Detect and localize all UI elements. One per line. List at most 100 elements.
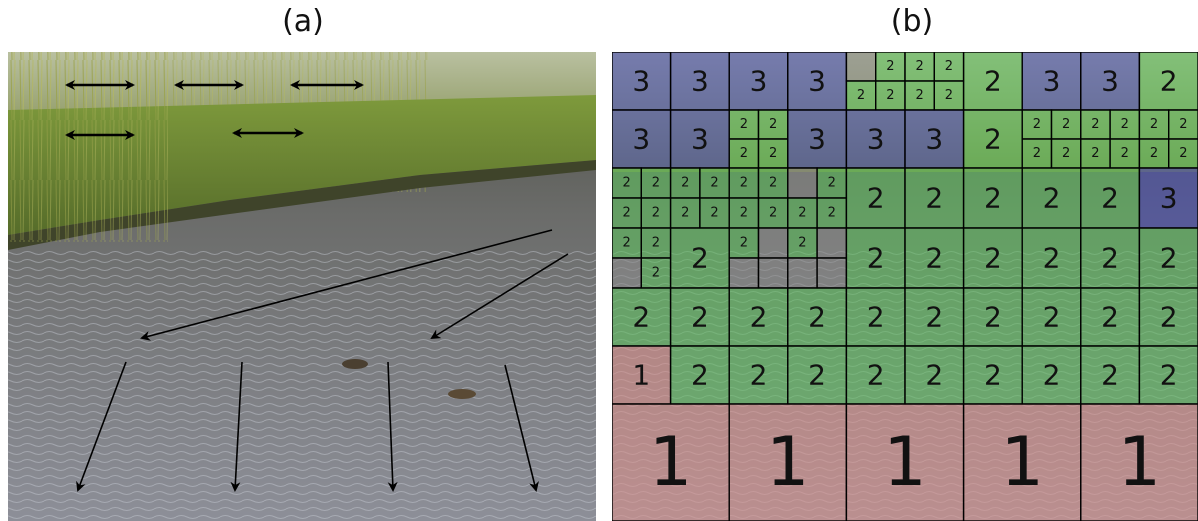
cell-label: 1 bbox=[766, 423, 809, 502]
gray-cell bbox=[788, 258, 817, 288]
cell-label: 2 bbox=[1043, 359, 1061, 392]
cell-label: 2 bbox=[916, 59, 924, 74]
cell-label: 2 bbox=[798, 236, 806, 251]
cell-label: 2 bbox=[857, 88, 865, 103]
cell-label: 2 bbox=[652, 236, 660, 251]
cell-label: 2 bbox=[945, 88, 953, 103]
panel-a-photo bbox=[8, 52, 596, 521]
cell-label: 2 bbox=[867, 359, 885, 392]
cell-label: 2 bbox=[798, 206, 806, 221]
cell-label: 2 bbox=[623, 236, 631, 251]
cell-label: 2 bbox=[750, 301, 768, 334]
cell-label: 2 bbox=[769, 176, 777, 191]
cell-label: 2 bbox=[681, 176, 689, 191]
gray-cell bbox=[817, 228, 846, 258]
cell-label: 2 bbox=[1179, 117, 1187, 132]
cell-label: 2 bbox=[1160, 65, 1178, 98]
gray-cell bbox=[846, 52, 875, 81]
cell-label: 2 bbox=[769, 146, 777, 161]
cell-label: 2 bbox=[681, 206, 689, 221]
gray-cell bbox=[788, 168, 817, 198]
cell-label: 3 bbox=[808, 123, 826, 156]
cell-label: 2 bbox=[925, 359, 943, 392]
cell-label: 2 bbox=[1101, 182, 1119, 215]
gray-cell bbox=[817, 258, 846, 288]
cell-label: 2 bbox=[1043, 242, 1061, 275]
cell-label: 2 bbox=[769, 117, 777, 132]
cell-label: 2 bbox=[740, 236, 748, 251]
cell-label: 2 bbox=[1160, 359, 1178, 392]
cell-label: 2 bbox=[867, 182, 885, 215]
cell-label: 1 bbox=[649, 423, 692, 502]
cell-label: 2 bbox=[925, 242, 943, 275]
cell-label: 2 bbox=[1101, 359, 1119, 392]
cell-label: 1 bbox=[883, 423, 926, 502]
cell-label: 2 bbox=[1121, 146, 1129, 161]
cell-label: 2 bbox=[1062, 146, 1070, 161]
cell-label: 2 bbox=[740, 176, 748, 191]
cell-label: 2 bbox=[740, 206, 748, 221]
cell-label: 2 bbox=[769, 206, 777, 221]
gray-cell bbox=[759, 228, 788, 258]
cell-label: 2 bbox=[925, 301, 943, 334]
cell-label: 2 bbox=[1091, 146, 1099, 161]
cell-label: 2 bbox=[740, 146, 748, 161]
cell-label: 2 bbox=[867, 301, 885, 334]
cell-label: 2 bbox=[925, 182, 943, 215]
cell-label: 2 bbox=[623, 176, 631, 191]
cell-label: 2 bbox=[652, 206, 660, 221]
cell-label: 3 bbox=[632, 123, 650, 156]
cell-label: 2 bbox=[710, 206, 718, 221]
gray-cell bbox=[612, 258, 641, 288]
cell-label: 2 bbox=[632, 301, 650, 334]
cell-label: 2 bbox=[808, 301, 826, 334]
cell-label: 2 bbox=[691, 242, 709, 275]
cell-label: 3 bbox=[867, 123, 885, 156]
cell-label: 3 bbox=[1043, 65, 1061, 98]
cell-label: 2 bbox=[750, 359, 768, 392]
cell-label: 2 bbox=[945, 59, 953, 74]
cell-label: 2 bbox=[886, 59, 894, 74]
cell-label: 2 bbox=[1160, 242, 1178, 275]
cell-label: 2 bbox=[1150, 146, 1158, 161]
cell-label: 2 bbox=[1033, 146, 1041, 161]
cell-label: 2 bbox=[1179, 146, 1187, 161]
cell-label: 2 bbox=[828, 206, 836, 221]
cell-label: 2 bbox=[984, 301, 1002, 334]
cell-label: 2 bbox=[1033, 117, 1041, 132]
cell-label: 3 bbox=[632, 65, 650, 98]
cell-label: 2 bbox=[1160, 301, 1178, 334]
cell-label: 3 bbox=[750, 65, 768, 98]
cell-label: 2 bbox=[652, 266, 660, 281]
cell-label: 2 bbox=[1101, 301, 1119, 334]
cell-label: 1 bbox=[1118, 423, 1161, 502]
cell-label: 2 bbox=[984, 65, 1002, 98]
cell-label: 2 bbox=[652, 176, 660, 191]
cell-label: 2 bbox=[1101, 242, 1119, 275]
gray-cell bbox=[729, 258, 758, 288]
cell-label: 3 bbox=[1160, 182, 1178, 215]
cell-label: 3 bbox=[1101, 65, 1119, 98]
cell-label: 2 bbox=[1121, 117, 1129, 132]
cell-label: 1 bbox=[1001, 423, 1044, 502]
cell-label: 2 bbox=[710, 176, 718, 191]
cell-label: 2 bbox=[1150, 117, 1158, 132]
cell-label: 2 bbox=[984, 123, 1002, 156]
cell-label: 2 bbox=[808, 359, 826, 392]
cell-label: 2 bbox=[984, 359, 1002, 392]
cell-label: 2 bbox=[886, 88, 894, 103]
cell-label: 2 bbox=[867, 242, 885, 275]
cell-label: 2 bbox=[984, 182, 1002, 215]
cell-label: 2 bbox=[740, 117, 748, 132]
cell-label: 2 bbox=[691, 359, 709, 392]
cell-label: 2 bbox=[1043, 182, 1061, 215]
cell-label: 3 bbox=[691, 65, 709, 98]
cell-label: 2 bbox=[1062, 117, 1070, 132]
cell-label: 2 bbox=[916, 88, 924, 103]
gray-cell bbox=[759, 258, 788, 288]
cell-label: 2 bbox=[623, 206, 631, 221]
cell-label: 3 bbox=[691, 123, 709, 156]
cell-label: 3 bbox=[925, 123, 943, 156]
cell-label: 2 bbox=[828, 176, 836, 191]
